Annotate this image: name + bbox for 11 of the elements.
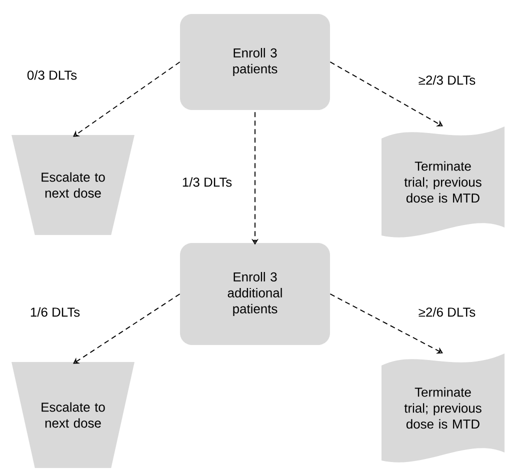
- arrow: [330, 62, 443, 126]
- edge-label: ≥2/3 DLTs: [417, 74, 477, 86]
- process-box: Enroll 3 patients: [180, 14, 330, 110]
- edge-label: 1/3 DLTs: [180, 176, 234, 188]
- edge-label: ≥2/6 DLTs: [417, 306, 477, 318]
- process-box: Enroll 3 additional patients: [180, 242, 330, 345]
- edge-label: 1/6 DLTs: [28, 306, 82, 318]
- arrow: [73, 62, 180, 137]
- arrow: [73, 293, 180, 364]
- edge-label: 0/3 DLTs: [26, 69, 78, 81]
- arrow: [330, 293, 443, 354]
